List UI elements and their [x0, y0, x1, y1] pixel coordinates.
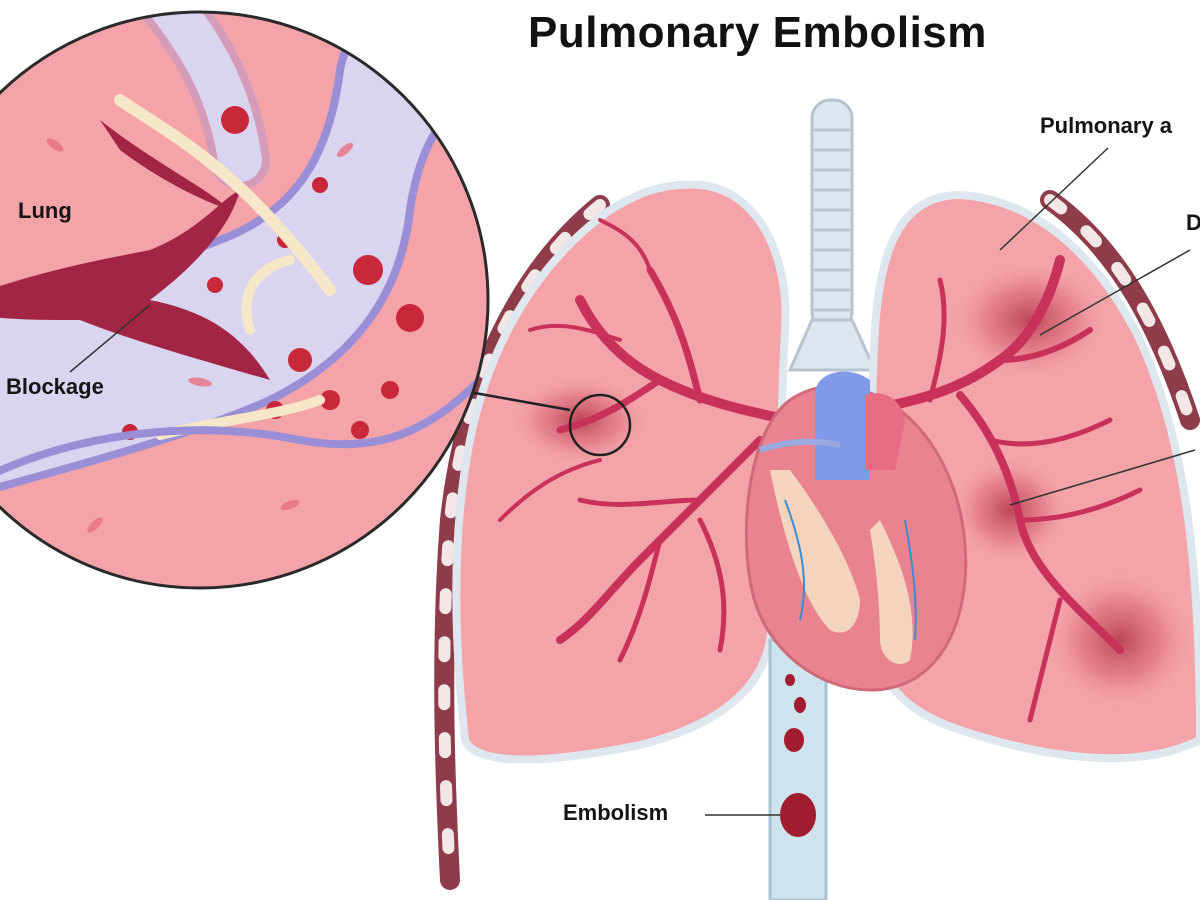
zoom-circle [0, 10, 490, 590]
embolus-small-1 [784, 728, 804, 752]
trachea [787, 98, 878, 372]
diagram-title: Pulmonary Embolism [528, 8, 987, 57]
label-blockage: Blockage [6, 374, 104, 399]
rbc [320, 390, 340, 410]
rbc [351, 421, 369, 439]
rbc [207, 277, 223, 293]
rbc [312, 177, 328, 193]
blockage-pointer [69, 304, 151, 373]
rbc [288, 348, 312, 372]
ribs [434, 190, 1200, 890]
label-lung: Lung [18, 198, 72, 223]
vena-cava [768, 638, 828, 900]
callout-lines [705, 147, 1196, 816]
rbc [396, 304, 424, 332]
embolus-small-2 [794, 697, 806, 713]
rbc [381, 381, 399, 399]
rib-right [1040, 190, 1200, 430]
rbc [221, 106, 249, 134]
rib-left-highlights [438, 199, 606, 886]
label-right-cropped: D [1186, 210, 1200, 235]
embolus-clot [780, 793, 816, 837]
embolus-small-3 [785, 674, 795, 686]
blockage-locator-circle [568, 393, 632, 457]
inflamed-areas [510, 260, 1195, 710]
pulmonary-vessels [498, 218, 1143, 723]
label-pulmonary-artery: Pulmonary a [1040, 113, 1173, 138]
rbc [353, 255, 383, 285]
label-embolism: Embolism [563, 800, 669, 825]
left-lung [452, 180, 790, 764]
heart [744, 371, 968, 692]
